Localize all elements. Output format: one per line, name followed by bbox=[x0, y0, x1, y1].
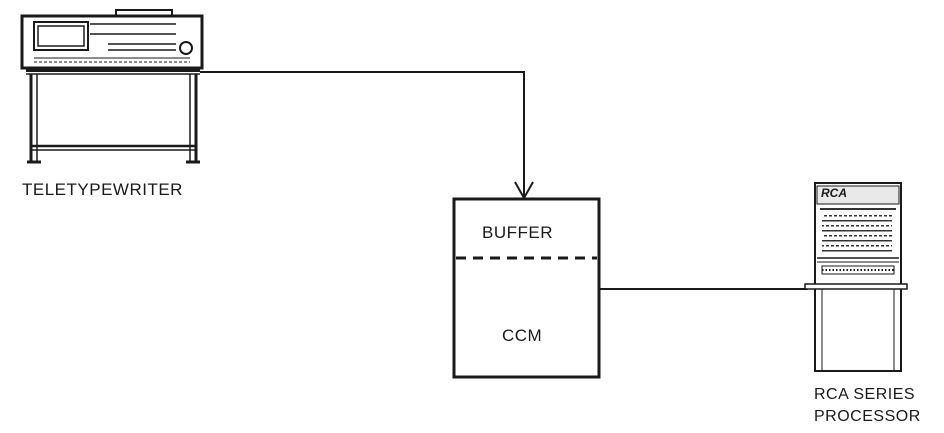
processor-label-line2: PROCESSOR bbox=[814, 408, 921, 425]
rca-brand-label: RCA bbox=[821, 186, 847, 200]
teletypewriter-illustration bbox=[20, 9, 204, 164]
teletypewriter-label: TELETYPEWRITER bbox=[22, 180, 183, 199]
ccm-label: CCM bbox=[502, 326, 543, 345]
light-dots bbox=[822, 214, 892, 247]
buffer-label: BUFFER bbox=[482, 223, 553, 242]
processor-label-line1: RCA SERIES bbox=[814, 386, 916, 403]
tty-to-buffer-connector bbox=[200, 71, 534, 201]
ccm-unit bbox=[452, 197, 601, 379]
processor-cabinet-illustration bbox=[804, 182, 908, 372]
